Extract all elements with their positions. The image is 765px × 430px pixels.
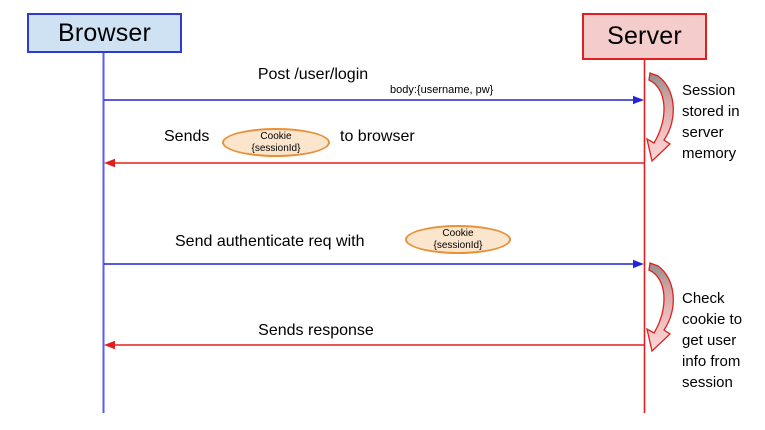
login-body-sublabel: body:{username, pw} — [390, 84, 494, 96]
authenticate-message-label: Send authenticate req with — [175, 233, 365, 250]
cookie-ellipse-1-line2: {sessionId} — [251, 142, 301, 154]
cookie-ellipse-2: Cookie {sessionId} — [405, 225, 511, 254]
cookie-ellipse-1-line1: Cookie — [260, 130, 292, 142]
login-message-label: Post /user/login — [257, 66, 369, 83]
cookie-ellipse-1: Cookie {sessionId} — [222, 128, 330, 157]
actor-label-browser: Browser — [57, 18, 152, 47]
actor-box-server: Server — [582, 13, 707, 60]
actor-box-browser: Browser — [27, 13, 182, 53]
actor-label-server: Server — [607, 22, 682, 50]
authenticate-arrowhead-icon — [633, 259, 644, 269]
check-cookie-loop-arrow-icon — [646, 262, 674, 352]
send-cookie-suffix-label: to browser — [340, 128, 415, 145]
check-cookie-annotation: Check cookie to get user info from sessi… — [682, 290, 743, 391]
cookie-response-arrowhead-icon — [104, 158, 115, 168]
cookie-ellipse-2-line1: Cookie — [442, 227, 474, 239]
cookie-ellipse-2-line2: {sessionId} — [433, 239, 483, 251]
response-message-label: Sends response — [258, 322, 374, 339]
send-cookie-prefix-label: Sends — [164, 128, 210, 145]
session-store-loop-arrow-icon — [646, 72, 674, 162]
response-arrowhead-icon — [104, 340, 115, 350]
login-arrowhead-icon — [633, 95, 644, 105]
session-stored-annotation: Session stored in server memory — [682, 82, 740, 162]
